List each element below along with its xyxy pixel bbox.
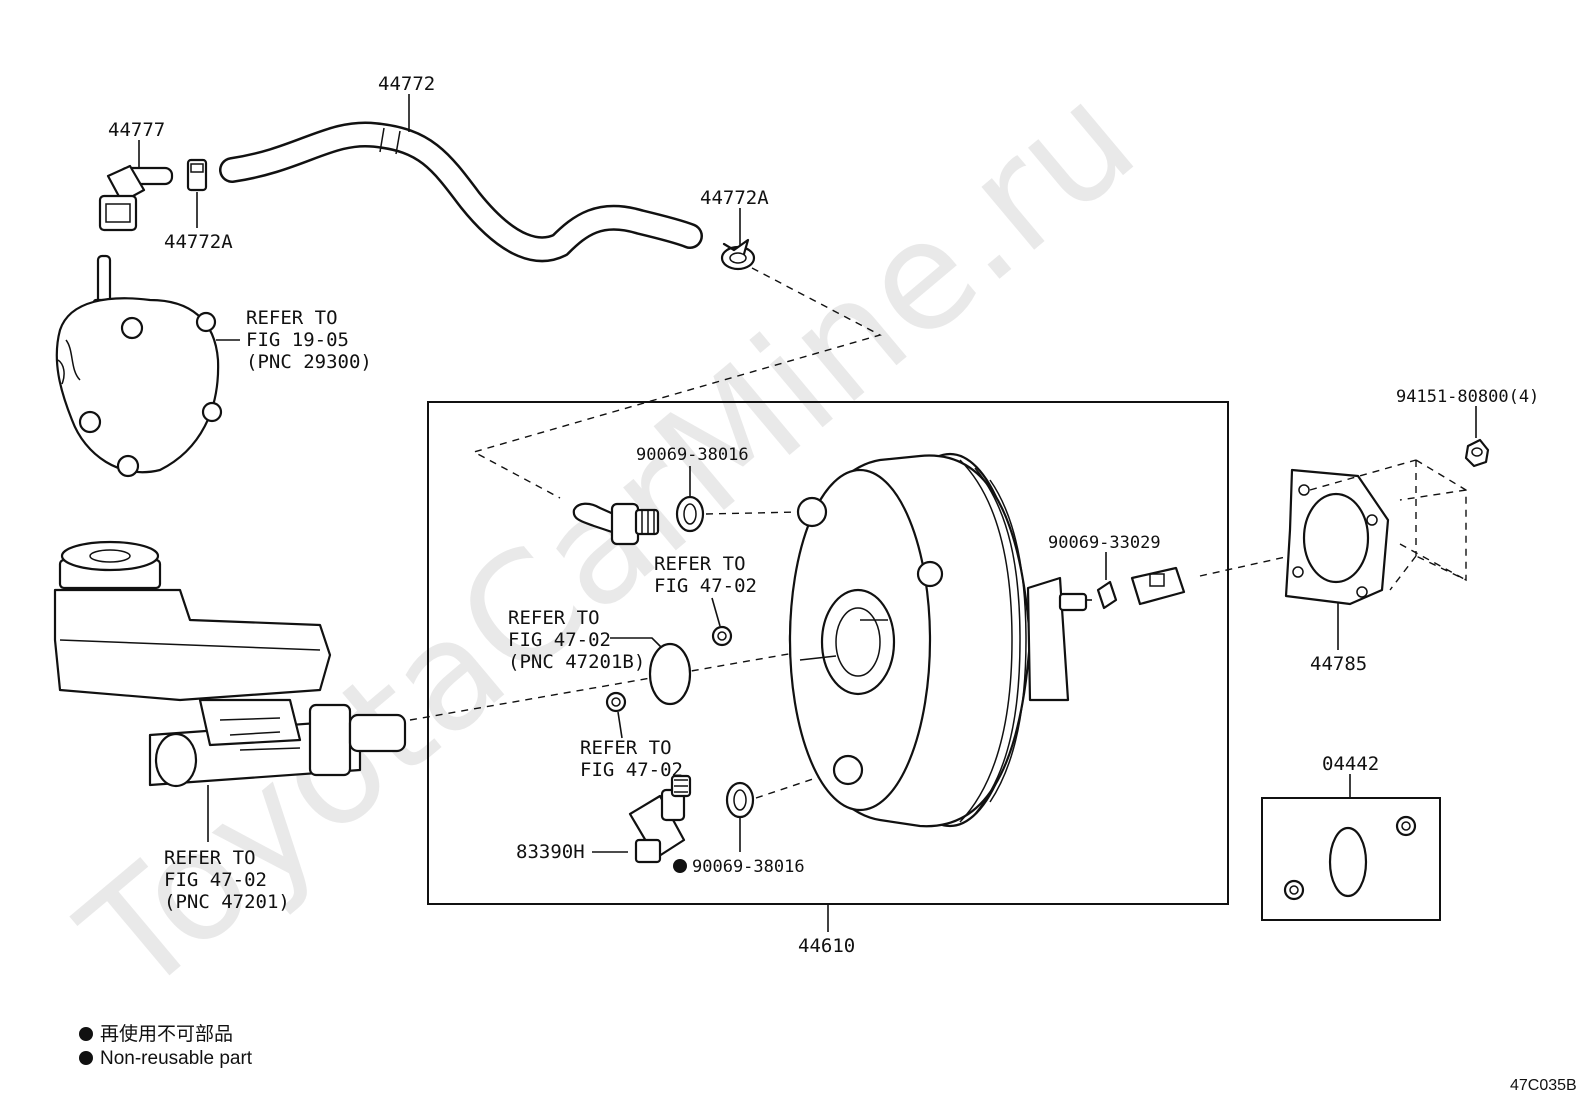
nut-upper[interactable]	[711, 625, 733, 647]
non-reusable-mark	[673, 859, 687, 873]
nut-lower[interactable]	[605, 691, 627, 713]
clip-44772A-left[interactable]	[186, 158, 208, 192]
label-90069-38016-bottom: 90069-38016	[692, 857, 805, 877]
legend-bullet-1	[79, 1027, 93, 1041]
clip-44772A-right[interactable]	[720, 238, 756, 271]
leader-nut-lower	[617, 711, 623, 739]
legend-bullet-2	[79, 1051, 93, 1065]
gasket-44785[interactable]	[1284, 468, 1390, 606]
dashed-grommet-bottom	[755, 769, 841, 799]
legend-line-2: Non-reusable part	[100, 1048, 253, 1069]
label-44610: 44610	[798, 935, 855, 957]
vacuum-check-port[interactable]	[572, 502, 660, 546]
dashed-master-axis	[409, 651, 801, 721]
nut-94151-80800[interactable]	[1464, 438, 1490, 468]
dashed-hose-connection	[472, 267, 882, 499]
ref-nut-upper: REFER TO FIG 47-02	[654, 553, 757, 597]
vacuum-pump[interactable]	[55, 254, 223, 478]
label-44777: 44777	[108, 119, 165, 141]
dashed-grommet-top	[705, 511, 801, 515]
dashed-clevis-gasket	[1199, 555, 1291, 577]
leader-oring	[610, 637, 663, 649]
o-ring[interactable]	[648, 642, 692, 706]
vacuum-hose-44772[interactable]	[219, 121, 703, 263]
ref-oring: REFER TO FIG 47-02 (PNC 47201B)	[508, 607, 645, 673]
ref-pump: REFER TO FIG 19-05 (PNC 29300)	[246, 307, 372, 373]
label-44772A-right: 44772A	[700, 187, 769, 209]
grommet-90069-38016-top[interactable]	[675, 495, 705, 533]
legend-line-1: 再使用不可部品	[100, 1023, 233, 1045]
nut-90069-33029[interactable]	[1096, 580, 1118, 610]
label-04442: 04442	[1322, 753, 1379, 775]
label-94151-80800: 94151-80800(4)	[1396, 387, 1539, 407]
figure-code: 47C035B	[1510, 1077, 1577, 1094]
ref-master-cylinder: REFER TO FIG 47-02 (PNC 47201)	[164, 847, 290, 913]
label-44772A-left: 44772A	[164, 231, 233, 253]
dashed-projection	[1309, 459, 1467, 591]
ref-nut-lower: REFER TO FIG 47-02	[580, 737, 683, 781]
brake-booster-body[interactable]	[788, 452, 1092, 828]
vacuum-sensor-83390H[interactable]	[628, 774, 692, 864]
leader-nut-upper	[711, 597, 721, 627]
label-90069-33029: 90069-33029	[1048, 533, 1161, 553]
kit-04442-parts[interactable]	[1283, 815, 1417, 901]
label-90069-38016-top: 90069-38016	[636, 445, 749, 465]
master-cylinder[interactable]	[53, 540, 407, 788]
check-valve-44777[interactable]	[98, 164, 174, 232]
label-44785: 44785	[1310, 653, 1367, 675]
grommet-90069-38016-bottom[interactable]	[725, 781, 755, 819]
push-rod-clevis[interactable]	[1130, 566, 1186, 606]
kit-04442-box	[1261, 797, 1441, 921]
label-83390H: 83390H	[516, 841, 585, 863]
label-44772: 44772	[378, 73, 435, 95]
